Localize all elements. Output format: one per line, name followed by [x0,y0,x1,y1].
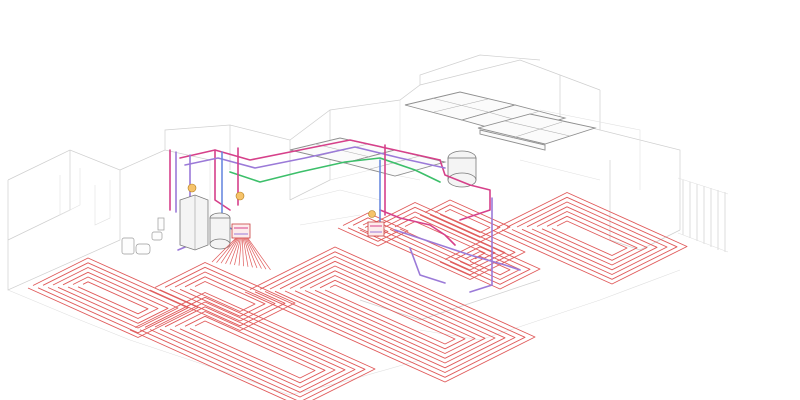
storage-tank-icon [447,150,477,188]
heating-coil-loop [541,215,638,261]
heating-coil-loop [501,196,678,280]
heating-coil-loop [149,262,296,331]
heating-coil-loop [531,211,648,266]
heating-coil-loop [159,306,346,393]
distribution-line [211,237,237,263]
storage-tank-icon [209,212,231,250]
plant-room-equipment [121,183,385,271]
heating-coil-loop [284,265,496,364]
heating-coil-loop [399,221,486,261]
manifold-icon [367,221,385,237]
solar-loop-pipe [229,157,441,183]
heating-coil-loop [379,211,506,271]
heating-coil-loop [551,220,628,256]
manifold-icon [231,223,251,239]
heating-coil-loop [264,256,516,373]
heating-coil-loop [37,262,189,334]
return-pipe [184,146,446,169]
heating-coil-loop [369,206,516,276]
heating-coil-loop [189,281,256,312]
heating-coil-loop [179,276,266,317]
distribution-line [242,237,249,267]
return-pipe [409,247,446,284]
heating-coil-loop [149,301,356,398]
hot-supply-pipe [379,209,456,246]
heating-coil-loop [449,246,531,285]
heating-coil-loop [274,260,506,369]
heating-coil-loop [27,257,199,338]
building-walls [7,54,729,396]
heating-coil-loop [254,251,526,378]
heating-coil-loop [139,296,366,400]
heating-coil-loop [521,206,658,271]
pump-icon [187,183,376,218]
heating-coil-loop [314,279,466,350]
heating-coil-loop [304,275,476,354]
distribution-line [234,237,241,266]
heating-coil-loop [324,284,456,345]
distribution-line [245,237,262,269]
distribution-line [247,237,271,271]
heating-coil-loop [169,311,336,388]
heating-coil-loop [439,241,541,290]
heating-coil-loop [419,199,511,243]
distribution-line [220,237,239,264]
hot-supply-pipe [214,149,231,211]
heating-coil-loop [179,315,326,384]
distribution-line [244,237,258,269]
heating-coil-loop [159,266,286,327]
bathroom-fixtures [121,217,165,255]
heating-coil-loop [439,209,491,233]
underfloor-heating-coils [27,192,688,400]
return-pipe [469,197,493,293]
heating-coil-loop [169,271,276,322]
distribution-line [243,237,253,268]
heating-coil-loop [511,201,668,275]
solar-panel-array [289,91,597,188]
manifold-distribution-lines [211,237,271,271]
heating-coil-loop [359,202,526,280]
heating-coil-loop [77,281,149,315]
heating-coil-loop [57,271,169,324]
distribution-line [246,237,267,270]
return-pipe [394,229,521,271]
heating-coil-loop [189,320,316,379]
distribution-line [229,237,240,265]
heating-coil-loop [429,204,501,238]
heating-coil-loop [67,276,159,319]
heating-coil-loop [47,267,179,329]
piping-network [169,139,521,293]
distribution-line [216,237,238,263]
distribution-line [225,237,240,264]
hot-supply-pipe [439,159,491,221]
heating-coil-loop [294,270,486,359]
boiler-icon [179,194,209,251]
distribution-line [241,237,244,267]
distribution-line [238,237,242,266]
heating-coil-loop [491,192,688,285]
heating-coil-loop [337,212,409,247]
solar-panel-icon [477,113,597,151]
heating-coil-loop [244,246,536,383]
